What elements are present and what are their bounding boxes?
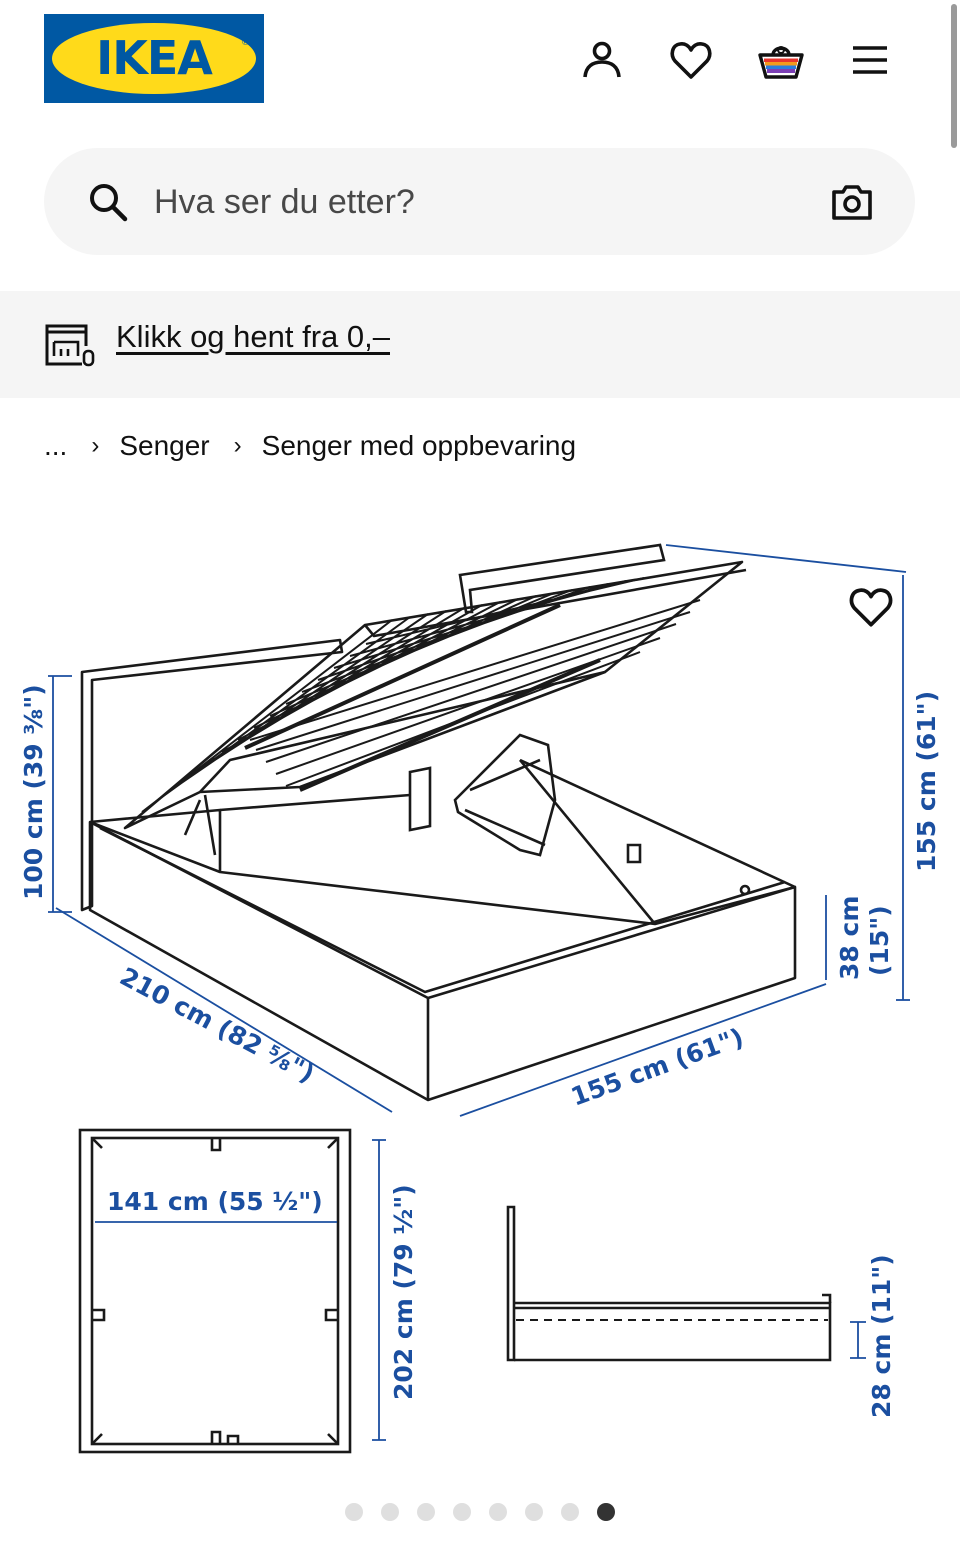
breadcrumb-item-senger-med-oppbevaring[interactable]: Senger med oppbevaring	[261, 430, 577, 461]
carousel-dot[interactable]	[417, 1503, 435, 1521]
dim-inner-width: 141 cm (55 ½")	[107, 1187, 323, 1216]
breadcrumb-item-senger[interactable]: Senger	[119, 430, 210, 461]
carousel-dot[interactable]	[597, 1503, 615, 1521]
click-and-collect-link[interactable]: Klikk og hent fra 0,–	[116, 319, 390, 354]
dim-inner-length: 202 cm (79 ½")	[389, 1184, 418, 1400]
search-bar[interactable]	[44, 148, 915, 255]
carousel-dot[interactable]	[453, 1503, 471, 1521]
logo-text: IKEA	[96, 31, 213, 85]
favorite-button[interactable]	[846, 582, 896, 632]
bed-dimension-drawing[interactable]: 100 cm (39 ⅜") 210 cm (82 ⅝") 155 cm (61…	[0, 530, 960, 1480]
search-icon[interactable]	[86, 180, 130, 224]
heart-icon	[849, 588, 893, 627]
top-bar: IKEA ®	[0, 0, 960, 148]
click-and-collect-banner: Klikk og hent fra 0,–	[0, 291, 960, 398]
chevron-right-icon: ›	[91, 432, 100, 459]
carousel-dot[interactable]	[381, 1503, 399, 1521]
logo-oval	[52, 23, 256, 94]
carousel-dot[interactable]	[525, 1503, 543, 1521]
carousel-dot[interactable]	[345, 1503, 363, 1521]
scrollbar[interactable]	[951, 4, 957, 148]
ikea-logo[interactable]: IKEA ®	[44, 14, 264, 103]
carousel-dot[interactable]	[561, 1503, 579, 1521]
carousel-dot[interactable]	[489, 1503, 507, 1521]
dim-under-clearance: 28 cm (11")	[867, 1254, 896, 1418]
menu-icon[interactable]	[846, 36, 894, 84]
chevron-right-icon: ›	[233, 432, 242, 459]
dim-base-height-in: (15")	[865, 905, 894, 976]
search-input[interactable]	[152, 176, 796, 228]
dim-headboard-height: 100 cm (39 ⅜")	[19, 684, 48, 900]
breadcrumb-ellipsis[interactable]: ...	[44, 430, 68, 461]
camera-icon[interactable]	[828, 178, 876, 226]
registered-mark: ®	[241, 38, 250, 48]
profile-icon[interactable]	[578, 36, 626, 84]
dim-base-height-cm: 38 cm	[835, 896, 864, 980]
carousel-indicator	[0, 1503, 960, 1525]
store-icon	[45, 324, 95, 367]
dim-total-width: 155 cm (61")	[912, 691, 941, 872]
breadcrumb: ... › Senger › Senger med oppbevaring	[44, 426, 576, 466]
basket-icon[interactable]	[757, 36, 805, 84]
heart-icon[interactable]	[667, 36, 715, 84]
